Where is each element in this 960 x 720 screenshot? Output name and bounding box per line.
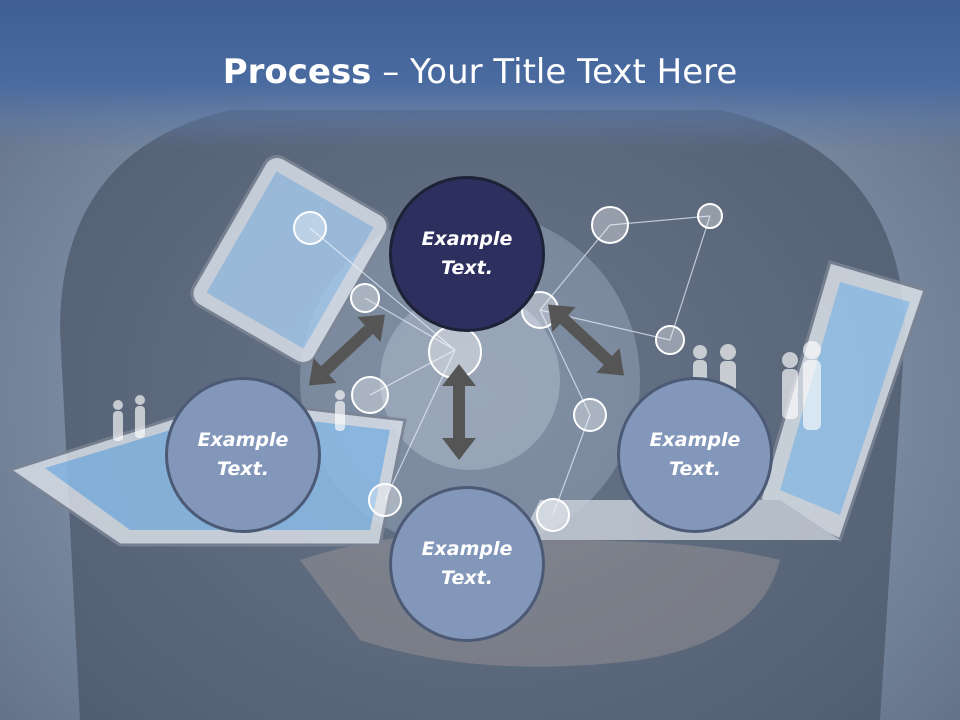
arrow-top-right: [547, 304, 625, 376]
circle-top-line2: Text.: [441, 257, 493, 279]
circle-bottom-line1: Example: [421, 538, 513, 560]
title-rest: – Your Title Text Here: [371, 52, 738, 92]
arrow-top-left: [308, 314, 386, 386]
circle-left-line1: Example: [197, 429, 289, 451]
circle-right-line2: Text.: [669, 458, 721, 480]
circle-bottom-line2: Text.: [441, 567, 493, 589]
circle-right-line1: Example: [649, 429, 741, 451]
title-band: [0, 0, 960, 150]
arrow-vertical: [442, 364, 476, 460]
title-bold: Process: [222, 52, 372, 92]
slide-title: Process – Your Title Text Here: [0, 52, 960, 92]
circle-left-line2: Text.: [217, 458, 269, 480]
circle-top-line1: Example: [421, 228, 513, 250]
